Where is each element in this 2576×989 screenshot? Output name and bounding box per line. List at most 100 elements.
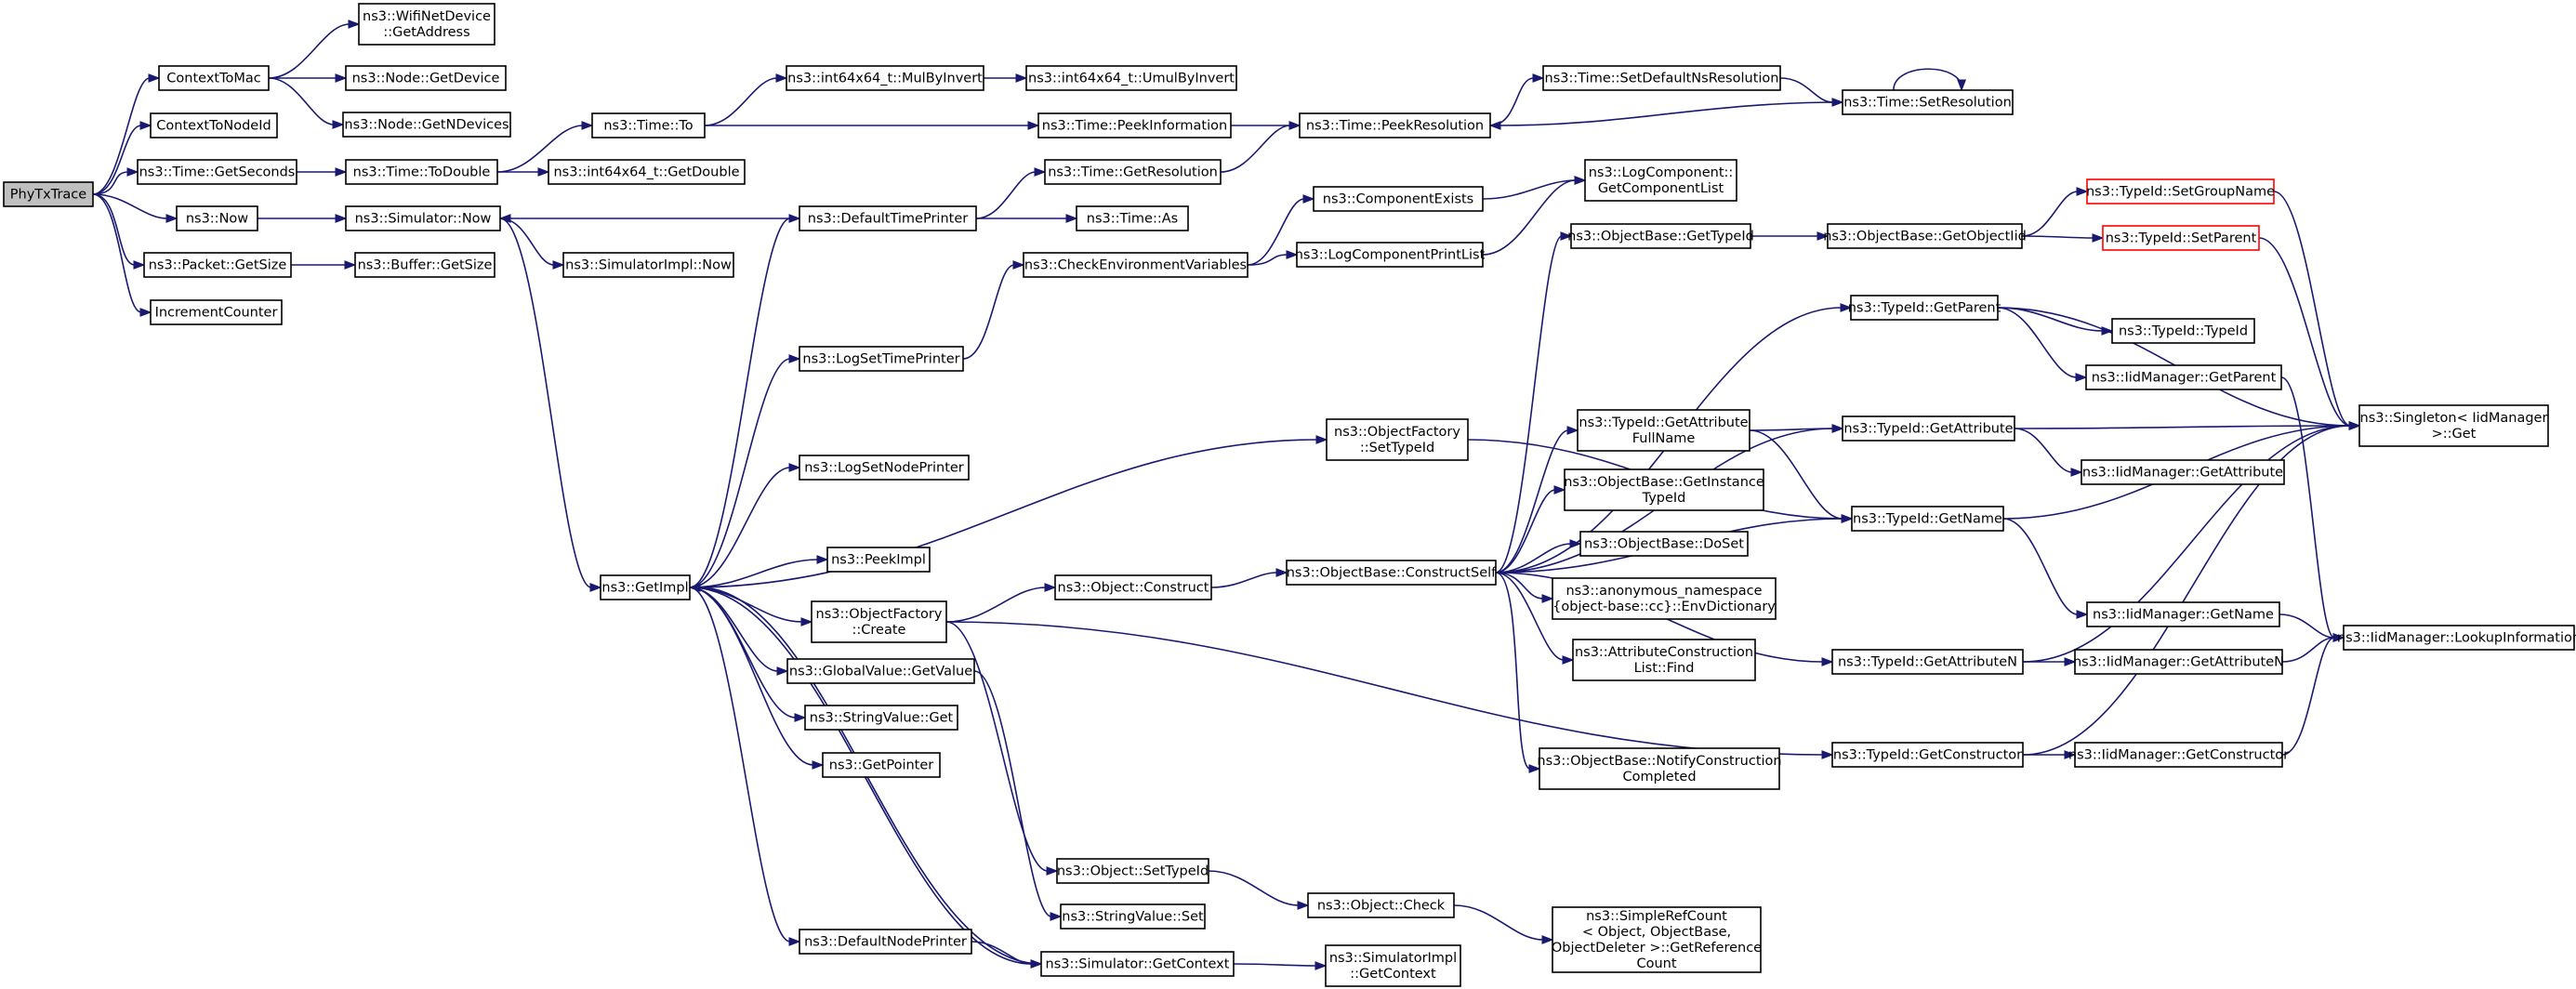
node-box xyxy=(1054,574,1212,600)
edge-arrowhead xyxy=(139,121,152,130)
node-tidsetgroup[interactable]: ns3::TypeId::SetGroupName xyxy=(2086,178,2275,204)
node-tidgetctor[interactable]: ns3::TypeId::GetConstructor xyxy=(1831,742,2024,768)
node-obdoset[interactable]: ns3::ObjectBase::DoSet xyxy=(1579,531,1749,557)
node-envdict[interactable]: ns3::anonymous_namespace{object-base::cc… xyxy=(1552,577,1777,620)
edge-obgetobjectiid-to-tidsetparent xyxy=(2021,233,2105,243)
node-box xyxy=(1552,906,1762,973)
edge-line xyxy=(1997,307,2078,378)
node-timeas[interactable]: ns3::Time::As xyxy=(1076,205,1189,231)
node-setdefres[interactable]: ns3::Time::SetDefaultNsResolution xyxy=(1542,65,1781,91)
node-strvalset[interactable]: ns3::StringValue::Set xyxy=(1060,903,1206,930)
node-simnow[interactable]: ns3::Simulator::Now xyxy=(345,205,501,231)
node-logsettime[interactable]: ns3::LogSetTimePrinter xyxy=(799,346,964,372)
edge-arrowhead xyxy=(537,167,550,177)
node-pktsize[interactable]: ns3::Packet::GetSize xyxy=(143,252,292,278)
node-getresolution[interactable]: ns3::Time::GetResolution xyxy=(1044,159,1222,185)
node-umulbyinvert[interactable]: ns3::int64x64_t::UmulByInvert xyxy=(1025,65,1237,91)
node-iidgetname[interactable]: ns3::IidManager::GetName xyxy=(2086,601,2280,627)
node-checkenv[interactable]: ns3::CheckEnvironmentVariables xyxy=(1023,252,1248,278)
edge-line xyxy=(1495,489,1556,574)
edge-arrowhead xyxy=(1957,79,1967,92)
node-simgetcontext[interactable]: ns3::Simulator::GetContext xyxy=(1040,951,1235,977)
edge-phytx-to-pktsize xyxy=(92,193,146,270)
node-label: ns3::TypeId::GetAttribute xyxy=(1843,422,2013,437)
node-tidgetparent[interactable]: ns3::TypeId::GetParent xyxy=(1848,295,2001,321)
node-simimplctx[interactable]: ns3::SimulatorImpl::GetContext xyxy=(1325,944,1461,987)
node-iidgetparent[interactable]: ns3::IidManager::GetParent xyxy=(2085,364,2282,390)
node-box xyxy=(1325,944,1461,987)
node-getpointer[interactable]: ns3::GetPointer xyxy=(822,752,941,778)
node-compexists[interactable]: ns3::ComponentExists xyxy=(1313,186,1484,212)
node-simplerefcount[interactable]: ns3::SimpleRefCount< Object, ObjectBase,… xyxy=(1552,906,1762,973)
node-notifyconst[interactable]: ns3::ObjectBase::NotifyConstructionCompl… xyxy=(1537,747,1782,790)
node-tidsetparent[interactable]: ns3::TypeId::SetParent xyxy=(2102,225,2260,251)
node-getndevices[interactable]: ns3::Node::GetNDevices xyxy=(342,112,511,138)
node-box xyxy=(1060,903,1206,930)
node-getseconds[interactable]: ns3::Time::GetSeconds xyxy=(137,159,297,185)
node-wifiaddr[interactable]: ns3::WifiNetDevice::GetAddress xyxy=(358,3,495,46)
node-getimpl[interactable]: ns3::GetImpl xyxy=(600,574,691,600)
node-obgetobjectiid[interactable]: ns3::ObjectBase::GetObjectIid xyxy=(1823,223,2027,249)
node-peekres[interactable]: ns3::Time::PeekResolution xyxy=(1299,112,1491,138)
node-bufsize[interactable]: ns3::Buffer::GetSize xyxy=(354,252,495,278)
node-objconstruct[interactable]: ns3::Object::Construct xyxy=(1054,574,1212,600)
node-objfcreate[interactable]: ns3::ObjectFactory::Create xyxy=(811,600,947,643)
edge-arrowhead xyxy=(788,937,801,946)
edge-arrowhead xyxy=(816,555,829,564)
node-iidgetctor[interactable]: ns3::IidManager::GetConstructor xyxy=(2068,742,2289,768)
node-label: ns3::TypeId::TypeId xyxy=(2119,324,2248,339)
node-iidgetattr[interactable]: ns3::IidManager::GetAttribute xyxy=(2081,459,2285,485)
node-tidgetattr[interactable]: ns3::TypeId::GetAttribute xyxy=(1842,415,2015,442)
node-box xyxy=(342,112,511,138)
node-todouble[interactable]: ns3::Time::ToDouble xyxy=(345,159,498,185)
node-label: ns3::SimulatorImpl xyxy=(1329,951,1457,966)
node-peekinfo[interactable]: ns3::Time::PeekInformation xyxy=(1037,112,1232,138)
node-tidtypeid[interactable]: ns3::TypeId::TypeId xyxy=(2111,318,2255,344)
node-peekimpl[interactable]: ns3::PeekImpl xyxy=(826,547,931,573)
node-setres[interactable]: ns3::Time::SetResolution xyxy=(1842,89,2014,115)
node-getdevice[interactable]: ns3::Node::GetDevice xyxy=(345,65,507,91)
edge-tidgetname-to-iidgetname xyxy=(2002,518,2089,619)
node-ctxmac[interactable]: ContextToMac xyxy=(158,65,270,91)
node-logcomplist[interactable]: ns3::LogComponent::GetComponentList xyxy=(1584,159,1737,202)
node-gvgetvalue[interactable]: ns3::GlobalValue::GetValue xyxy=(786,658,975,684)
node-inccounter[interactable]: IncrementCounter xyxy=(150,299,283,325)
edge-arrowhead xyxy=(1841,514,1854,523)
edge-timeto-to-peekinfo xyxy=(705,121,1040,130)
node-constructself[interactable]: ns3::ObjectBase::ConstructSelf xyxy=(1286,560,1497,586)
node-now[interactable]: ns3::Now xyxy=(176,205,258,231)
node-label: ns3::LogComponent:: xyxy=(1589,165,1734,180)
node-label: ns3::Simulator::Now xyxy=(355,212,492,227)
node-obgettypeid[interactable]: ns3::ObjectBase::GetTypeId xyxy=(1567,223,1754,249)
node-defnodeprinter[interactable]: ns3::DefaultNodePrinter xyxy=(799,929,972,955)
node-lookupinfo[interactable]: ns3::IidManager::LookupInformation xyxy=(2337,625,2576,651)
node-mulbyinvert[interactable]: ns3::int64x64_t::MulByInvert xyxy=(786,65,984,91)
node-objsettypeid[interactable]: ns3::Object::SetTypeId xyxy=(1056,858,1209,884)
node-box xyxy=(137,159,297,185)
node-logcompprint[interactable]: ns3::LogComponentPrintList xyxy=(1295,242,1486,268)
edge-arrowhead xyxy=(348,20,361,29)
node-label: ns3::TypeId::SetGroupName xyxy=(2086,185,2275,200)
node-i64getdouble[interactable]: ns3::int64x64_t::GetDouble xyxy=(548,159,746,185)
node-strvalget[interactable]: ns3::StringValue::Get xyxy=(804,705,958,731)
edge-arrowhead xyxy=(498,214,511,223)
node-logsetnode[interactable]: ns3::LogSetNodePrinter xyxy=(799,455,970,481)
node-phytx[interactable]: PhyTxTrace xyxy=(3,181,94,207)
node-timeto[interactable]: ns3::Time::To xyxy=(591,112,706,138)
node-tidgetattrn[interactable]: ns3::TypeId::GetAttributeN xyxy=(1831,649,2024,675)
node-box xyxy=(1831,742,2024,768)
edge-line xyxy=(499,218,592,588)
node-objfsettypeid[interactable]: ns3::ObjectFactory::SetTypeId xyxy=(1326,418,1469,461)
node-box xyxy=(799,205,977,231)
node-simimplnow[interactable]: ns3::SimulatorImpl::Now xyxy=(562,252,734,278)
node-ctxnode[interactable]: ContextToNodeId xyxy=(150,112,278,138)
node-singletonget[interactable]: ns3::Singleton< IidManager>::Get xyxy=(2358,404,2549,447)
node-objcheck[interactable]: ns3::Object::Check xyxy=(1307,892,1455,918)
node-deftimeprinter[interactable]: ns3::DefaultTimePrinter xyxy=(799,205,977,231)
node-iidgetattrn[interactable]: ns3::IidManager::GetAttributeN xyxy=(2073,649,2284,675)
node-tidgetname[interactable]: ns3::TypeId::GetName xyxy=(1851,506,2004,532)
edge-logcompprint-to-logcomplist xyxy=(1482,176,1587,256)
